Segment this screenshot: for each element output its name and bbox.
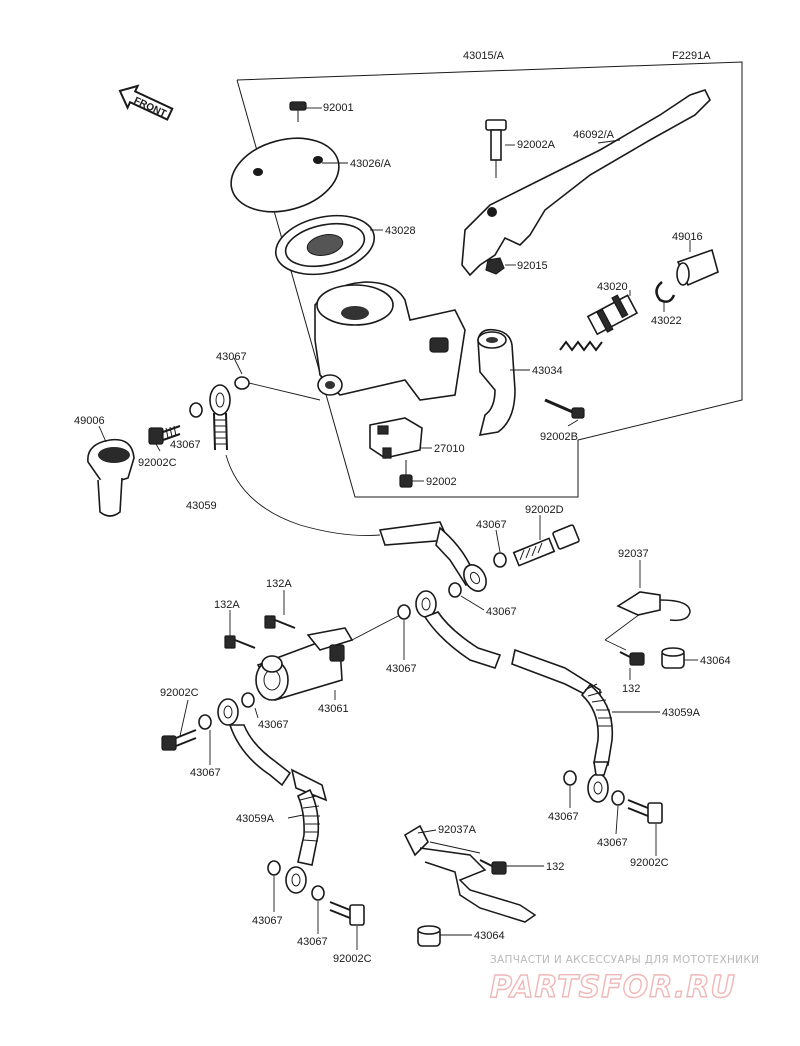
label-92002: 92002 — [426, 476, 457, 488]
washer-43067-j — [267, 860, 281, 876]
label-43067-b: 43067 — [170, 439, 201, 451]
washer-43067-e — [397, 604, 411, 620]
label-43067-a: 43067 — [216, 351, 247, 363]
pivot-bolt-92002A — [485, 119, 507, 178]
diaphragm-43028 — [274, 214, 376, 276]
front-arrow-icon: FRONT — [118, 84, 174, 121]
bolt-92002D — [512, 524, 580, 567]
label-92001: 92001 — [323, 102, 354, 114]
label-43067-k: 43067 — [297, 936, 328, 948]
label-49016: 49016 — [672, 231, 703, 243]
bolt-92002C-left — [161, 729, 197, 751]
label-43061: 43061 — [318, 703, 349, 715]
washer-43067-i — [241, 692, 255, 708]
label-43067-d: 43067 — [486, 606, 517, 618]
label-43067-f: 43067 — [258, 719, 289, 731]
screw-132-lower — [479, 859, 507, 875]
cap-49006 — [87, 438, 135, 517]
label-43064-a: 43064 — [700, 655, 731, 667]
label-43028: 43028 — [385, 225, 416, 237]
label-43020: 43020 — [597, 281, 628, 293]
washer-43067-b — [189, 402, 203, 418]
label-43015A: 43015/A — [463, 50, 505, 62]
washer-43067-h — [198, 714, 212, 730]
label-43026A: 43026/A — [350, 158, 392, 170]
washer-43067-g — [611, 790, 625, 806]
label-132A-a: 132A — [266, 578, 292, 590]
hose-43059-mid — [378, 521, 487, 592]
label-43034: 43034 — [532, 365, 563, 377]
label-43067-e: 43067 — [386, 663, 417, 675]
bolt-92002C-right — [627, 799, 663, 824]
washer-43067-c — [493, 552, 507, 568]
label-43067-j: 43067 — [252, 915, 283, 927]
label-92002C-a: 92002C — [138, 457, 177, 469]
label-132-b: 132 — [546, 861, 564, 873]
reservoir-cap — [230, 137, 340, 213]
label-43059A-b: 43059A — [236, 813, 275, 825]
label-92037A: 92037A — [438, 824, 477, 836]
label-43059: 43059 — [186, 500, 217, 512]
leader-lines — [98, 107, 698, 950]
bracket-92037 — [616, 591, 691, 622]
label-132-a: 132 — [622, 683, 640, 695]
label-43059A-a: 43059A — [662, 707, 701, 719]
grommet-43064-upper — [661, 647, 685, 669]
screw-132A-lower — [224, 635, 256, 649]
washer-43067-d — [448, 582, 462, 598]
nut-92015 — [485, 257, 505, 275]
banjo-fitting-upper — [209, 384, 231, 451]
label-43064-b: 43064 — [474, 930, 505, 942]
screw-92002 — [399, 460, 413, 488]
screw-92001 — [289, 101, 307, 122]
bolt-92002B — [544, 398, 585, 419]
circlip-43022 — [655, 281, 676, 303]
part-number-labels: 43015/A F2291A 92001 43026/A 43028 92002… — [74, 50, 731, 965]
clamp-43034 — [477, 328, 516, 436]
brake-lever — [461, 89, 711, 277]
screw-132A-upper — [264, 615, 296, 629]
label-43022: 43022 — [651, 315, 682, 327]
label-43067-i: 43067 — [597, 837, 628, 849]
label-43067-g: 43067 — [190, 767, 221, 779]
label-27010: 27010 — [434, 443, 465, 455]
bracket-92037A — [403, 824, 537, 923]
label-132A-b: 132A — [214, 599, 240, 611]
screw-132-right — [619, 651, 645, 666]
joint-43061 — [255, 627, 354, 701]
label-92002D: 92002D — [525, 504, 564, 516]
assembly-outline — [236, 61, 743, 498]
label-43067-c: 43067 — [476, 519, 507, 531]
watermark-tagline: ЗАПЧАСТИ И АКСЕССУАРЫ ДЛЯ МОТОТЕХНИКИ — [490, 954, 759, 966]
label-92002C-c: 92002C — [630, 857, 669, 869]
label-46092A: 46092/A — [573, 129, 615, 141]
grommet-43064-lower — [417, 925, 441, 947]
label-92002C-d: 92002C — [333, 953, 372, 965]
label-92037: 92037 — [618, 548, 649, 560]
label-92015: 92015 — [517, 260, 548, 272]
watermark-logo: PARTSFOR.RU — [490, 970, 736, 1005]
label-92002B: 92002B — [540, 431, 578, 443]
label-92002C-b: 92002C — [160, 687, 199, 699]
washer-43067-a — [234, 376, 250, 390]
dust-boot-49016 — [676, 248, 719, 287]
label-43067-h: 43067 — [548, 811, 579, 823]
piston-kit-43020 — [559, 294, 639, 352]
label-figure-code: F2291A — [672, 50, 711, 62]
hose-43059A-left — [217, 698, 328, 894]
hose-43059-line — [225, 454, 381, 537]
bolt-92002C-bottom — [329, 901, 365, 926]
washer-43067-k — [311, 885, 325, 901]
watermark: ЗАПЧАСТИ И АКСЕССУАРЫ ДЛЯ МОТОТЕХНИКИ PA… — [489, 954, 759, 1006]
label-49006: 49006 — [74, 415, 105, 427]
label-92002A: 92002A — [517, 139, 556, 151]
washer-43067-f — [563, 770, 577, 786]
switch-27010 — [369, 417, 423, 459]
master-cylinder-body — [314, 281, 466, 401]
hose-43059A-right — [415, 590, 614, 803]
